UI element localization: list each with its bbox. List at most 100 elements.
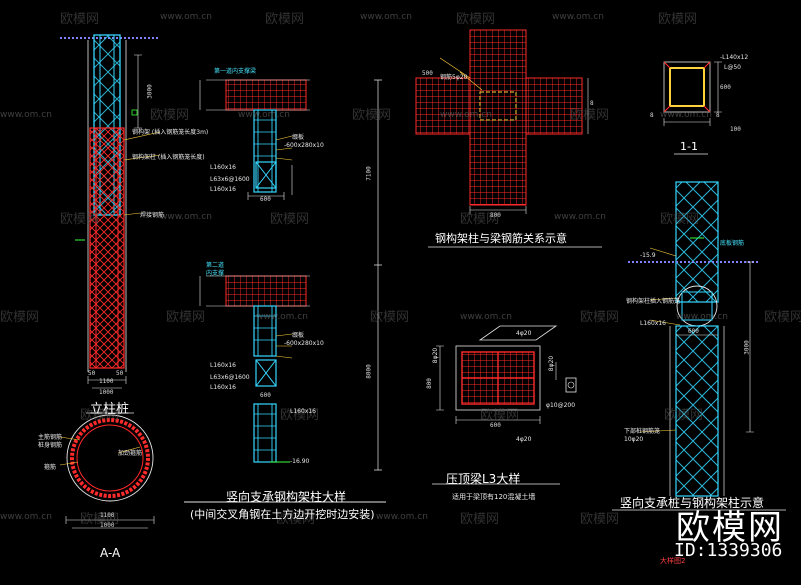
watermark-url: www.om.cn xyxy=(552,12,604,22)
aa-note: 主筋钢筋 xyxy=(38,434,63,441)
frame-note: L63x6@1600 xyxy=(210,176,250,183)
watermark: 欧模网 xyxy=(580,310,620,325)
watermark: 欧模网 xyxy=(80,408,120,423)
pile-dim: 1100 xyxy=(99,378,114,385)
support-note: L160x16 xyxy=(640,320,666,327)
frame-dim: 8000 xyxy=(365,364,373,379)
watermark: 欧模网 xyxy=(276,512,316,527)
watermark: 欧模网 xyxy=(0,310,40,325)
frame-dim: 600 xyxy=(260,392,271,399)
support-note: 10φ20 xyxy=(624,436,644,443)
joint-detail xyxy=(415,29,589,214)
support-dim: 600 xyxy=(688,328,699,335)
pile-note: 钢构架 (插入钢筋笼长度3m) xyxy=(132,129,209,136)
section-aa-title: A-A xyxy=(100,546,121,560)
watermark-url: www.om.cn xyxy=(660,110,712,120)
watermark-url: www.om.cn xyxy=(676,312,728,322)
s11-note: L@50 xyxy=(724,64,741,71)
pile-elevation xyxy=(60,34,161,389)
beam-dim: 800 xyxy=(425,378,433,389)
watermark-url: www.om.cn xyxy=(0,512,52,522)
s11-dim: 100 xyxy=(730,126,741,133)
watermark: 欧模网 xyxy=(660,212,700,227)
aa-note: 加劲箍筋 xyxy=(118,450,143,457)
pile-note: 钢构架柱 (插入钢筋笼长度) xyxy=(132,154,205,161)
pile-dim: 1000 xyxy=(99,389,114,396)
aa-dim: 1000 xyxy=(100,522,115,529)
support-pile-title: 竖向支承桩与钢构架柱示意 xyxy=(620,496,765,510)
watermark: 欧模网 xyxy=(456,12,496,27)
joint-dim: 8 xyxy=(590,100,594,107)
joint-title: 钢构架柱与梁钢筋关系示意 xyxy=(435,232,567,245)
watermark: 欧模网 xyxy=(480,408,520,423)
watermark: 欧模网 xyxy=(280,408,320,423)
beam-note: φ10@200 xyxy=(546,402,576,409)
frame-note: L160x16 xyxy=(210,164,236,171)
watermark-url: www.om.cn xyxy=(256,312,308,322)
frame-dim: 600 xyxy=(260,196,271,203)
watermark-url: www.om.cn xyxy=(238,110,290,120)
beam-l3-section xyxy=(436,325,577,424)
watermark-url: www.om.cn xyxy=(460,312,512,322)
beam-note: 8φ20 xyxy=(432,347,440,364)
watermark: 欧模网 xyxy=(265,12,305,27)
watermark: 欧模网 xyxy=(658,12,698,27)
frame-note: L63x6@1600 xyxy=(210,374,250,381)
pile-title: 立柱桩 xyxy=(90,402,130,417)
support-note: -15.9 xyxy=(640,252,656,259)
watermark: 欧模网 xyxy=(352,108,392,123)
beam-note: 4φ20 xyxy=(516,330,532,337)
pile-dim: 50 xyxy=(88,370,96,377)
support-note: 底板钢筋 xyxy=(720,240,745,247)
watermark-url: www.om.cn xyxy=(160,12,212,22)
vertical-frame-detail xyxy=(199,79,382,471)
frame-note: 缀板 xyxy=(292,332,305,339)
frame-note: 内支撑 xyxy=(206,270,225,277)
support-dim: 3000 xyxy=(743,340,751,355)
watermark: 欧模网 xyxy=(80,512,120,527)
support-pile-detail xyxy=(628,181,758,497)
watermark-url: www.om.cn xyxy=(440,110,492,120)
watermark: 欧模网 xyxy=(570,108,610,123)
section-11-title: 1-1 xyxy=(680,140,698,153)
watermark: 欧模网 xyxy=(460,512,500,527)
frame-note: -600x280x10 xyxy=(284,142,324,149)
section-11 xyxy=(663,61,722,155)
watermark-url: www.om.cn xyxy=(0,110,52,120)
aa-dim: 1100 xyxy=(100,512,115,519)
s11-dim: 8 xyxy=(716,112,720,119)
pile-dim: 3000 xyxy=(146,84,154,99)
joint-dim: 500 xyxy=(422,70,433,77)
s11-dim: 8 xyxy=(650,112,654,119)
beam-note: 8φ20 xyxy=(548,355,556,372)
watermark: 欧模网 xyxy=(460,212,500,227)
sheet-label: 大样图2 xyxy=(660,557,686,565)
beam-note: 4φ20 xyxy=(516,436,532,443)
watermark-url: www.om.cn xyxy=(360,12,412,22)
support-note: 钢构架柱插入钢筋笼 xyxy=(626,298,681,305)
frame-note: L160x16 xyxy=(210,186,236,193)
vertical-frame-title: 竖向支承钢构架柱大样 xyxy=(226,490,347,504)
frame-note: L160x16 xyxy=(210,362,236,369)
frame-dim: 7100 xyxy=(365,166,373,181)
watermark: 欧模网 xyxy=(580,512,620,527)
frame-elev: -16.90 xyxy=(290,458,310,465)
beam-note-text: 适用于梁顶有120混凝土墙 xyxy=(452,493,536,501)
watermark: 欧模网 xyxy=(764,310,801,325)
frame-note: L160x16 xyxy=(210,384,236,391)
brand-id: ID:1339306 xyxy=(674,540,783,561)
joint-dim: 800 xyxy=(490,212,501,219)
pile-dim: 50 xyxy=(116,370,124,377)
s11-note: -L140x12 xyxy=(720,54,749,61)
watermark-url: www.om.cn xyxy=(160,212,212,222)
watermark: 欧模网 xyxy=(664,408,704,423)
watermark: 欧模网 xyxy=(60,12,100,27)
frame-note: 缀板 xyxy=(292,134,305,141)
joint-note: 钢筋5φ20 xyxy=(440,74,468,81)
support-note: 下部桩钢筋笼 xyxy=(624,428,661,435)
watermark: 欧模网 xyxy=(270,212,310,227)
watermark-url: www.om.cn xyxy=(554,212,606,222)
watermark: 欧模网 xyxy=(60,212,100,227)
frame-note: 第一道内支撑梁 xyxy=(214,68,257,75)
